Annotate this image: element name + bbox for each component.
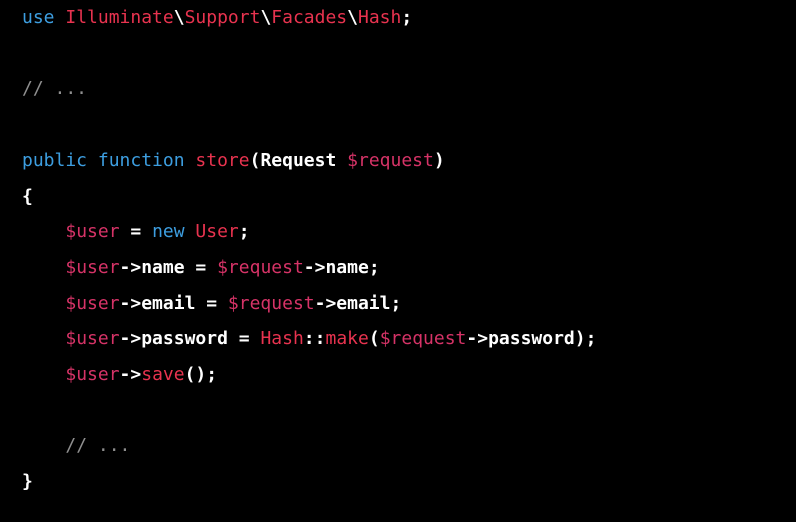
code-token: make <box>325 328 369 350</box>
code-line: $user->name = $request->name; <box>22 250 380 286</box>
code-token: $user <box>65 364 120 385</box>
code-token: User <box>195 221 239 243</box>
code-token <box>185 221 196 242</box>
code-token: Support <box>184 7 261 28</box>
code-token: ; <box>238 221 250 243</box>
code-token: (Request <box>249 149 348 171</box>
code-token <box>55 7 66 28</box>
code-line: use Illuminate\Support\Facades\Hash; <box>22 0 412 36</box>
code-token: { <box>22 185 33 207</box>
code-token: // ... <box>22 78 88 100</box>
code-token: use <box>22 7 55 28</box>
code-token: $request <box>227 292 315 314</box>
code-line: } <box>22 464 33 500</box>
code-token: = <box>119 221 153 243</box>
code-token <box>185 150 196 171</box>
code-token: save <box>141 364 185 385</box>
code-token: ->name; <box>303 256 380 278</box>
code-token: Hash <box>357 7 402 28</box>
code-token: ->password = <box>119 328 261 350</box>
code-token <box>87 150 98 171</box>
code-token: ; <box>401 7 413 28</box>
code-token: $request <box>379 328 467 350</box>
code-token: $request <box>217 256 304 278</box>
code-token: new <box>152 221 185 243</box>
code-line: $user->email = $request->email; <box>22 286 401 322</box>
code-token: $request <box>347 149 434 171</box>
code-token: $user <box>65 221 120 243</box>
code-line: $user->password = Hash::make($request->p… <box>22 321 596 357</box>
code-token <box>22 293 65 314</box>
code-token: Hash <box>260 328 304 350</box>
code-token: function <box>97 149 185 171</box>
code-token: ->name = <box>119 256 218 278</box>
code-token: \ <box>260 7 272 28</box>
code-token: -> <box>119 364 142 385</box>
code-token <box>22 328 65 349</box>
code-token: store <box>195 149 250 171</box>
code-token: ->email = <box>119 292 228 314</box>
code-token: $user <box>65 256 120 278</box>
code-token <box>22 221 65 242</box>
code-line: { <box>22 179 33 215</box>
code-token: } <box>22 471 33 493</box>
code-token <box>22 257 65 278</box>
code-line: // ... <box>22 71 87 107</box>
code-token: $user <box>65 328 120 350</box>
code-token: ->password); <box>466 328 597 350</box>
code-token: ->email; <box>314 292 402 314</box>
code-token: Facades <box>271 7 348 28</box>
code-line: // ... <box>22 428 130 464</box>
code-token: public <box>22 149 88 171</box>
code-token <box>22 435 65 456</box>
code-token: \ <box>173 7 185 28</box>
code-token: ) <box>433 149 445 171</box>
code-token: $user <box>65 292 120 314</box>
code-line: $user = new User; <box>22 214 250 250</box>
code-token <box>22 364 65 385</box>
code-token: :: <box>303 328 326 350</box>
code-token: ( <box>368 328 380 350</box>
code-token: (); <box>184 364 218 385</box>
code-line: public function store(Request $request) <box>22 143 445 179</box>
code-token: Illuminate <box>65 7 174 28</box>
code-line: $user->save(); <box>22 357 217 393</box>
code-token: // ... <box>65 435 131 457</box>
code-token: \ <box>347 7 358 28</box>
